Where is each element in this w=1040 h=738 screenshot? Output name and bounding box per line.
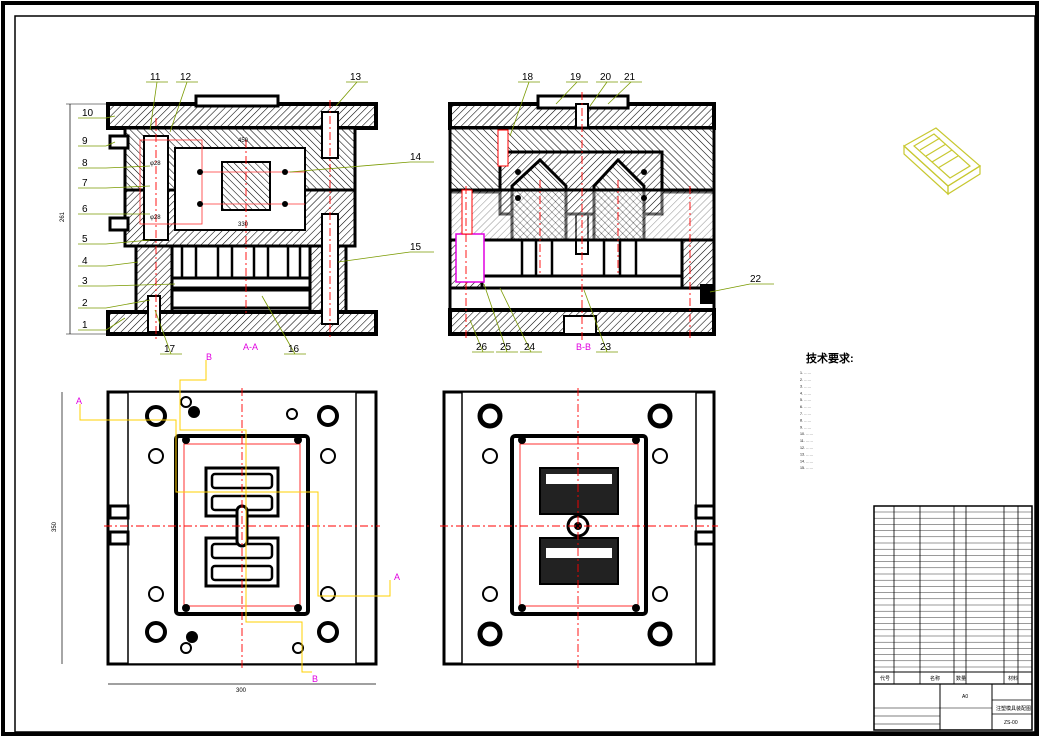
- technical-requirements: 技术要求: 1. …… 2. …… 3. …… 4. …… 5. …… 6. …… 7. ……: [800, 351, 854, 470]
- title-block: 代号 名称 数量 材料 A0 注塑模具装配图 ZS-00: [873, 505, 1033, 731]
- callout-2: 2: [82, 298, 88, 309]
- callout-leader: [509, 81, 530, 137]
- dim-plate-height: 261: [60, 211, 66, 222]
- drawing-ratio: A0: [962, 694, 968, 700]
- callout-leader: [499, 287, 532, 353]
- callout-leader: [105, 317, 126, 331]
- tech-req-line: 1. ……: [800, 371, 812, 375]
- callout-1: 1: [82, 320, 88, 331]
- callout-leader: [289, 161, 411, 173]
- plan-view-left: A A B B 350 300: [52, 352, 400, 694]
- callout-26: 26: [476, 342, 488, 353]
- bom-header-code: 代号: [880, 675, 890, 682]
- callout-leader: [337, 251, 411, 263]
- callout-leader: [169, 81, 188, 133]
- drawing-name: 注塑模具装配图: [996, 705, 1031, 712]
- tech-req-line: 2. ……: [800, 378, 812, 382]
- callout-5: 5: [82, 234, 88, 245]
- callout-13: 13: [350, 72, 362, 83]
- tech-req-title: 技术要求:: [806, 351, 854, 365]
- tech-req-line: 12. ……: [800, 446, 814, 450]
- cut-marker-b-top: B: [206, 352, 212, 362]
- callout-leader: [709, 283, 751, 293]
- tech-req-line: 5. ……: [800, 398, 812, 402]
- plan-view-right: [440, 388, 718, 668]
- tech-req-line: 14. ……: [800, 459, 814, 463]
- callout-leader: [583, 289, 608, 353]
- cut-marker-a-top: A: [76, 396, 82, 406]
- callout-6: 6: [82, 204, 88, 215]
- callout-15: 15: [410, 242, 422, 253]
- callout-leader: [335, 81, 358, 107]
- callout-leader: [555, 81, 578, 105]
- svg-text:φ28: φ28: [150, 215, 161, 221]
- callout-leader: [154, 309, 172, 355]
- section-label-left: A-A: [243, 342, 258, 352]
- callout-leader: [483, 283, 508, 353]
- callout-22: 22: [750, 274, 762, 285]
- bom-header-name: 名称: [930, 675, 940, 682]
- svg-text:450: 450: [238, 138, 249, 144]
- tech-req-line: 3. ……: [800, 385, 812, 389]
- callout-8: 8: [82, 158, 88, 169]
- callout-leader: [607, 81, 632, 105]
- tech-req-line: 4. ……: [800, 391, 812, 395]
- bom-header-qty: 数量: [956, 675, 966, 682]
- callout-23: 23: [600, 342, 612, 353]
- callout-20: 20: [600, 72, 612, 83]
- callout-7: 7: [82, 178, 88, 189]
- tech-req-line: 10. ……: [800, 432, 814, 436]
- tech-req-line: 11. ……: [800, 439, 813, 443]
- callout-21: 21: [624, 72, 636, 83]
- section-view-right: B-B: [448, 92, 716, 352]
- cut-marker-b-bottom: B: [312, 674, 318, 684]
- callout-16: 16: [288, 344, 300, 355]
- callout-leader: [105, 115, 116, 119]
- tech-req-line: 7. ……: [800, 412, 812, 416]
- callout-leader: [469, 319, 484, 353]
- callout-9: 9: [82, 136, 88, 147]
- callout-12: 12: [180, 72, 192, 83]
- section-view-left: 261 φ28 φ28 450 330 A-A: [60, 94, 378, 352]
- drawing-number: ZS-00: [1004, 720, 1018, 726]
- callout-10: 10: [82, 108, 94, 119]
- section-label-right: B-B: [576, 342, 591, 352]
- inner-frame: [14, 15, 1036, 733]
- callout-14: 14: [410, 152, 422, 163]
- callout-leader: [105, 165, 151, 169]
- tech-req-line: 9. ……: [800, 425, 812, 429]
- dim-plan-height: 350: [52, 521, 58, 532]
- callout-25: 25: [500, 342, 512, 353]
- callout-4: 4: [82, 256, 88, 267]
- tech-req-line: 8. ……: [800, 419, 812, 423]
- dim-plan-width: 300: [236, 688, 247, 694]
- callout-24: 24: [524, 342, 536, 353]
- svg-text:φ28: φ28: [150, 161, 161, 167]
- callout-leader: [105, 299, 151, 309]
- tech-req-line: 6. ……: [800, 405, 812, 409]
- callout-leader: [149, 81, 158, 131]
- callout-19: 19: [570, 72, 582, 83]
- cut-marker-a-bottom: A: [394, 572, 400, 582]
- callout-leader: [105, 261, 139, 267]
- tech-req-line: 15. ……: [800, 466, 814, 470]
- callout-leader: [105, 283, 176, 287]
- tech-req-line: 13. ……: [800, 453, 814, 457]
- callout-leader: [105, 185, 151, 189]
- callout-leader: [105, 239, 151, 245]
- callout-18: 18: [522, 72, 534, 83]
- callout-17: 17: [164, 344, 176, 355]
- svg-text:330: 330: [238, 222, 249, 228]
- callout-leader: [105, 141, 116, 147]
- callout-11: 11: [150, 72, 161, 83]
- isometric-part-view: [902, 127, 982, 196]
- bom-header-material: 材料: [1008, 675, 1018, 682]
- callout-leader: [589, 81, 608, 107]
- callout-3: 3: [82, 276, 88, 287]
- callout-leader: [261, 295, 296, 355]
